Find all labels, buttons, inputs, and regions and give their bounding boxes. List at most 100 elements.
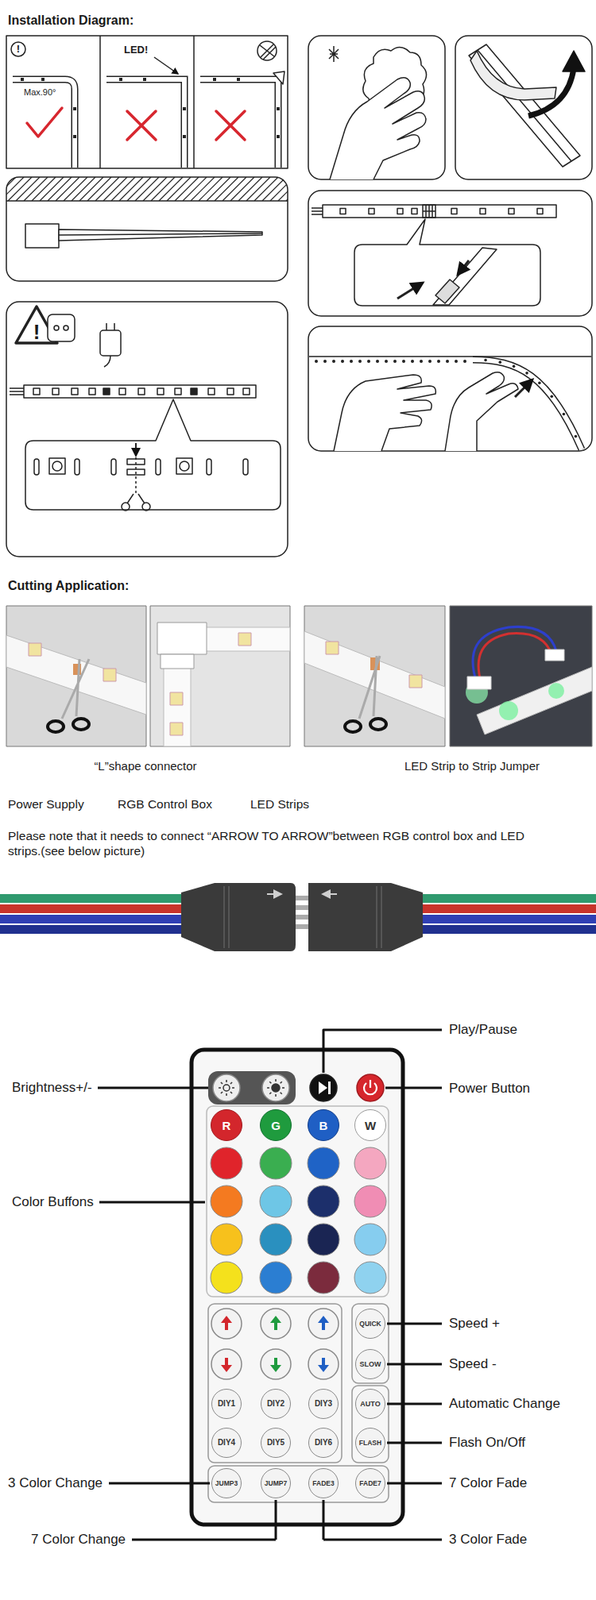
leader-line: [387, 1323, 442, 1327]
led-chip: [33, 388, 250, 395]
color-button: [354, 1148, 387, 1181]
led-dot: [419, 359, 423, 364]
rgb-connector: [308, 883, 423, 953]
warning-power: [104, 323, 115, 368]
strip-fold: [273, 71, 285, 85]
led-chip: [119, 77, 123, 82]
cutting-photo: [150, 606, 291, 747]
leader-line: [131, 1540, 276, 1543]
led-strip: [200, 79, 279, 168]
cutting-photo: [160, 654, 194, 670]
cutting-photo: [359, 656, 380, 720]
remote-body: [208, 1304, 342, 1464]
cut-callout: [74, 459, 80, 476]
cut-callout: [49, 458, 66, 475]
warning-mark: !: [27, 320, 47, 345]
color-button: [210, 1262, 243, 1295]
button-label: QUICK: [359, 1321, 381, 1329]
brightness-icon: [220, 1092, 223, 1095]
arrow-button: [260, 1350, 291, 1381]
pointer-arrow: [154, 57, 179, 74]
remote-button: DIY4: [211, 1428, 242, 1460]
led-dot: [454, 359, 458, 364]
led-chip: [41, 77, 45, 82]
cleaning-hand: [329, 77, 426, 180]
color-button: [259, 1186, 292, 1219]
brightness-icon: [220, 1083, 223, 1085]
button-callout: Speed -: [448, 1357, 497, 1374]
cutting-photo: [6, 606, 147, 747]
led-chip: [138, 388, 145, 395]
cutting-photo: [370, 719, 387, 731]
brightness-icon: [271, 1084, 280, 1093]
led-dot: [574, 435, 578, 439]
color-button: [259, 1262, 292, 1295]
led-chip: [89, 388, 96, 395]
cutting-photo: [304, 631, 446, 720]
color-button: [259, 1224, 292, 1257]
remote-button: SLOW: [355, 1350, 386, 1381]
button-label: FLASH: [359, 1440, 382, 1448]
leader-line: [323, 1030, 442, 1074]
cutting-photo: [170, 692, 183, 706]
leader-line: [387, 1483, 442, 1487]
rgb-connector: [0, 915, 191, 925]
button-label: JUMP7: [264, 1481, 287, 1489]
led-chip: [20, 77, 280, 139]
peel-backing: [468, 44, 581, 167]
hatch-line: [0, 177, 16, 202]
led-dot: [437, 359, 441, 364]
cutting-photo: [238, 633, 252, 647]
remote-body: [206, 1106, 389, 1298]
remote-body: [262, 1075, 290, 1103]
brightness-icon: [267, 1087, 270, 1090]
cut-callout: [25, 399, 281, 511]
led-strip: [106, 79, 185, 168]
arrow-button: [308, 1309, 339, 1340]
button-callout: Speed +: [448, 1316, 500, 1333]
warning-power: [100, 330, 121, 357]
led-chip: [243, 388, 250, 395]
connector-detail: [457, 260, 469, 275]
rgb-connector: [0, 925, 191, 935]
connector-detail: [508, 208, 515, 215]
remote-button: B: [307, 1110, 340, 1142]
connector-detail: [435, 279, 460, 304]
arrow-button: [260, 1309, 291, 1340]
remote-button: [210, 1079, 387, 1381]
arrow-icon: [270, 1366, 282, 1374]
brightness-icon: [230, 1092, 233, 1095]
rgb-connector: [295, 924, 309, 930]
cut-callout: [135, 443, 137, 457]
warning-label: LED!: [123, 43, 148, 57]
brightness-icon: [225, 1080, 228, 1084]
warning-power: [63, 325, 69, 331]
hatch-line: [0, 177, 8, 202]
led-chip: [208, 388, 215, 395]
button-label: DIY2: [267, 1400, 285, 1409]
button-label: G: [270, 1120, 281, 1133]
led-chip: [33, 388, 40, 395]
color-button: [354, 1186, 387, 1219]
rgb-connector: [322, 894, 337, 896]
button-label: DIY1: [217, 1400, 236, 1409]
rgb-connector: [0, 883, 596, 953]
cut-callout: [121, 503, 130, 511]
led-dot: [537, 381, 542, 385]
leader-line: [97, 1030, 442, 1541]
button-label: DIY4: [217, 1439, 236, 1448]
cutting-photo: [103, 669, 117, 682]
led-chip: [182, 135, 186, 139]
led-chip: [143, 77, 147, 82]
twist-icon: [257, 41, 277, 61]
led-dot: [323, 359, 327, 364]
warning-power: [47, 314, 75, 342]
cut-callout: [52, 461, 62, 472]
remote-body: [208, 1072, 296, 1106]
cutting-photo: [325, 642, 339, 655]
twist-icon: [259, 44, 276, 60]
arrow-button: [211, 1350, 242, 1381]
remote-button: DIY2: [260, 1389, 291, 1421]
cutting-photo: [203, 627, 291, 652]
